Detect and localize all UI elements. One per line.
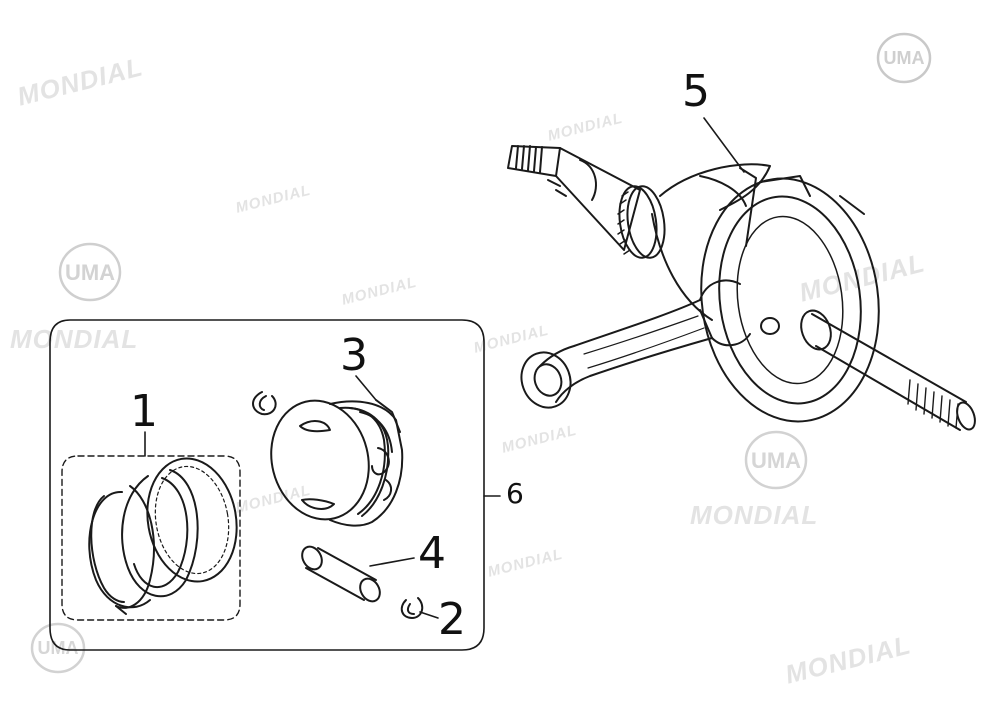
- callout-6: 6: [506, 477, 524, 510]
- callout-3: 3: [340, 330, 368, 381]
- uma-logo-text: UMA: [884, 48, 925, 68]
- leader-line-3: [355, 375, 377, 401]
- watermark-text: MONDIAL: [10, 324, 139, 354]
- assembly-6-bracket: [49, 319, 485, 651]
- piston: [270, 399, 404, 527]
- callout-2: 2: [438, 594, 466, 645]
- uma-logo: UMA: [58, 242, 122, 302]
- uma-logo-ring: [58, 242, 122, 302]
- watermark-text: MONDIAL: [690, 500, 819, 530]
- uma-logo-ring: [744, 430, 808, 490]
- circlip-lower: [400, 597, 424, 619]
- uma-logo-ring: [30, 622, 86, 674]
- uma-logo: UMA: [744, 430, 808, 490]
- circlip-upper: [252, 391, 277, 416]
- crankshaft: [507, 145, 976, 431]
- leader-line-2: [419, 611, 439, 619]
- leader-line-5: [703, 117, 745, 173]
- uma-logo: UMA: [876, 32, 932, 84]
- uma-logo-ring: [876, 32, 932, 84]
- leader-line-4: [369, 557, 415, 567]
- ring-set-group-outline: [61, 455, 241, 621]
- callout-1: 1: [130, 386, 158, 437]
- uma-logo-text: UMA: [65, 260, 115, 285]
- piston-rings: [88, 457, 238, 615]
- piston-pin: [301, 545, 381, 603]
- callout-5: 5: [682, 66, 710, 117]
- uma-logo-text: UMA: [751, 448, 801, 473]
- callout-4: 4: [418, 528, 446, 579]
